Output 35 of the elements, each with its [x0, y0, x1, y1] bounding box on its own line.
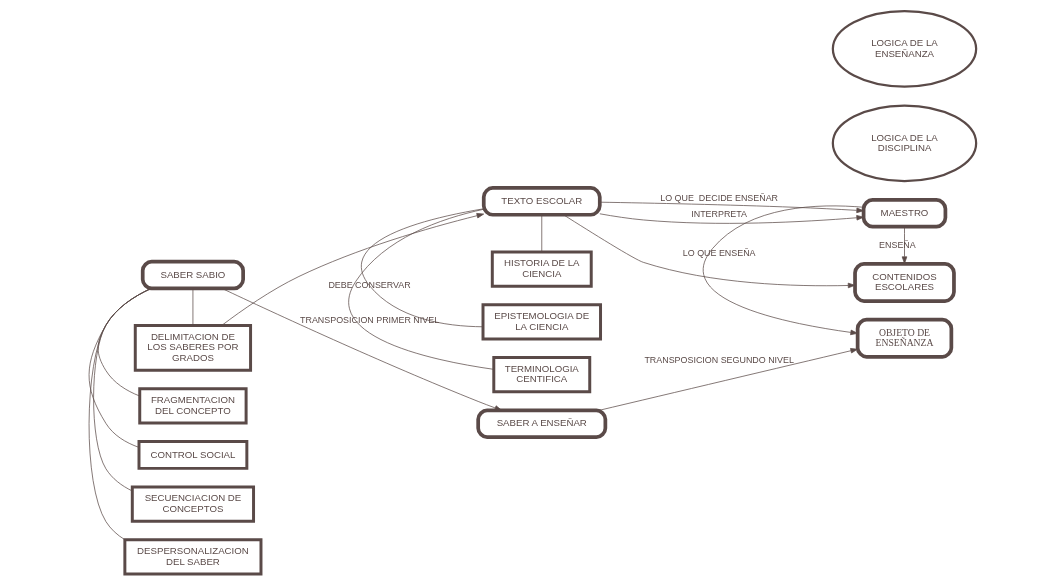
node-box: CONTROL SOCIAL	[137, 440, 248, 470]
node-box: SABER SABIO	[140, 259, 245, 291]
node-box: CONTENIDOS ESCOLARES	[852, 261, 956, 303]
arrow	[702, 205, 864, 336]
connector	[360, 208, 484, 328]
node-ellipse: LOGICA DE LA ENSEÑANZA	[831, 9, 977, 88]
arrow	[598, 213, 864, 224]
arrow	[901, 226, 907, 264]
node-box: TERMINOLOGIA CENTIFICA	[491, 356, 591, 394]
node-box: HISTORIA DE LA CIENCIA	[490, 250, 593, 288]
node-box: SECUENCIACION DE CONCEPTOS	[130, 485, 255, 523]
node-box: DELIMITACION DE LOS SABERES POR GRADOS	[133, 324, 252, 372]
node-box: MAESTRO	[861, 198, 947, 229]
connector	[540, 214, 542, 253]
connector	[192, 288, 193, 326]
arrow	[220, 213, 484, 326]
node-box: EPISTEMOLOGIA DE LA CIENCIA	[481, 303, 602, 341]
node-box: SABER A ENSEÑAR	[475, 408, 607, 439]
node-box: FRAGMENTACION DEL CONCEPTO	[137, 387, 248, 425]
node-box: TEXTO ESCOLAR	[481, 186, 602, 217]
node-ellipse: LOGICA DE LA DISCIPLINA	[831, 104, 977, 183]
node-box: OBJETO DE ENSEÑANZA	[855, 317, 953, 359]
connector	[348, 208, 494, 370]
edge-label: LO QUE DECIDE ENSEÑAR	[659, 193, 778, 204]
connector	[88, 288, 152, 448]
edge-label: TRANSPOSICION SEGUNDO NIVEL	[643, 355, 794, 366]
edge-label: LO QUE ENSEÑA	[682, 247, 756, 258]
arrow	[598, 348, 858, 411]
edge-label: DEBE CONSERVAR	[327, 280, 411, 291]
node-box: DESPERSONALIZACION DEL SABER	[122, 538, 262, 576]
arrow	[562, 214, 855, 289]
arrow	[599, 201, 864, 214]
edge-label: INTERPRETA	[690, 209, 747, 220]
connector	[88, 288, 152, 541]
arrow	[221, 288, 502, 411]
